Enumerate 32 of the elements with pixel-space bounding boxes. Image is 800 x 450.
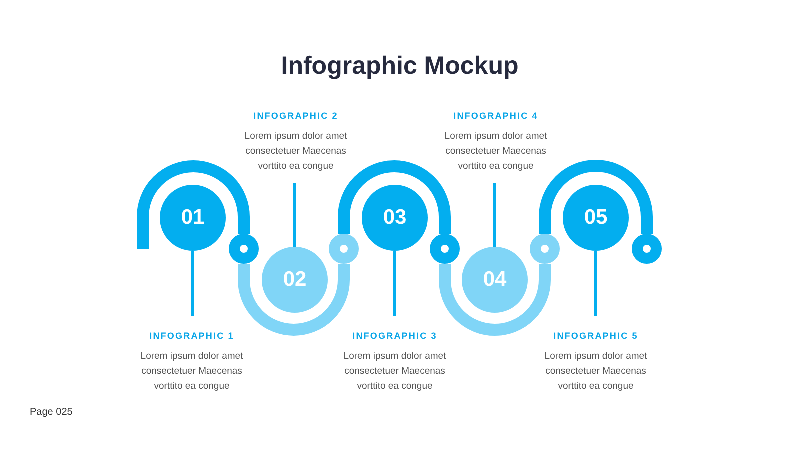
leader-line bbox=[594, 251, 598, 316]
step-description: Lorem ipsum dolor amet consectetuer Maecenas vorttito ea congue bbox=[544, 350, 648, 394]
curved-band bbox=[137, 160, 250, 249]
leader-line bbox=[494, 184, 496, 247]
curved-band bbox=[539, 160, 653, 234]
joint-ring bbox=[329, 234, 359, 264]
number-circle: 04 bbox=[462, 247, 528, 313]
curved-band bbox=[439, 264, 551, 336]
number-circle: 05 bbox=[563, 185, 629, 251]
number-circle: 01 bbox=[160, 185, 226, 251]
page-number: Page 025 bbox=[30, 406, 73, 420]
leader-line bbox=[294, 184, 296, 247]
joint-ring bbox=[229, 234, 259, 264]
leader-line bbox=[192, 251, 194, 316]
joint-ring bbox=[530, 234, 560, 264]
number-circle: 02 bbox=[262, 247, 328, 313]
leader-line bbox=[394, 251, 396, 316]
curved-band bbox=[238, 264, 350, 336]
step-heading: INFOGRAPHIC 1 bbox=[150, 330, 234, 343]
joint-ring bbox=[632, 234, 662, 264]
step-heading: INFOGRAPHIC 3 bbox=[352, 330, 438, 343]
step-heading: INFOGRAPHIC 5 bbox=[554, 330, 638, 343]
step-description: Lorem ipsum dolor amet consectetuer Maecenas vorttito ea congue bbox=[244, 130, 348, 174]
joint-ring bbox=[430, 234, 460, 264]
curved-band bbox=[338, 160, 451, 234]
step-description: Lorem ipsum dolor amet consectetuer Maecenas vorttito ea congue bbox=[342, 350, 448, 394]
step-description: Lorem ipsum dolor amet consectetuer Maecenas vorttito ea congue bbox=[140, 350, 244, 394]
step-description: Lorem ipsum dolor amet consectetuer Maecenas vorttito ea congue bbox=[444, 130, 548, 174]
title: Infographic Mockup bbox=[281, 51, 519, 82]
step-heading: INFOGRAPHIC 4 bbox=[454, 110, 538, 123]
step-heading: INFOGRAPHIC 2 bbox=[254, 110, 338, 123]
number-circle: 03 bbox=[362, 185, 428, 251]
